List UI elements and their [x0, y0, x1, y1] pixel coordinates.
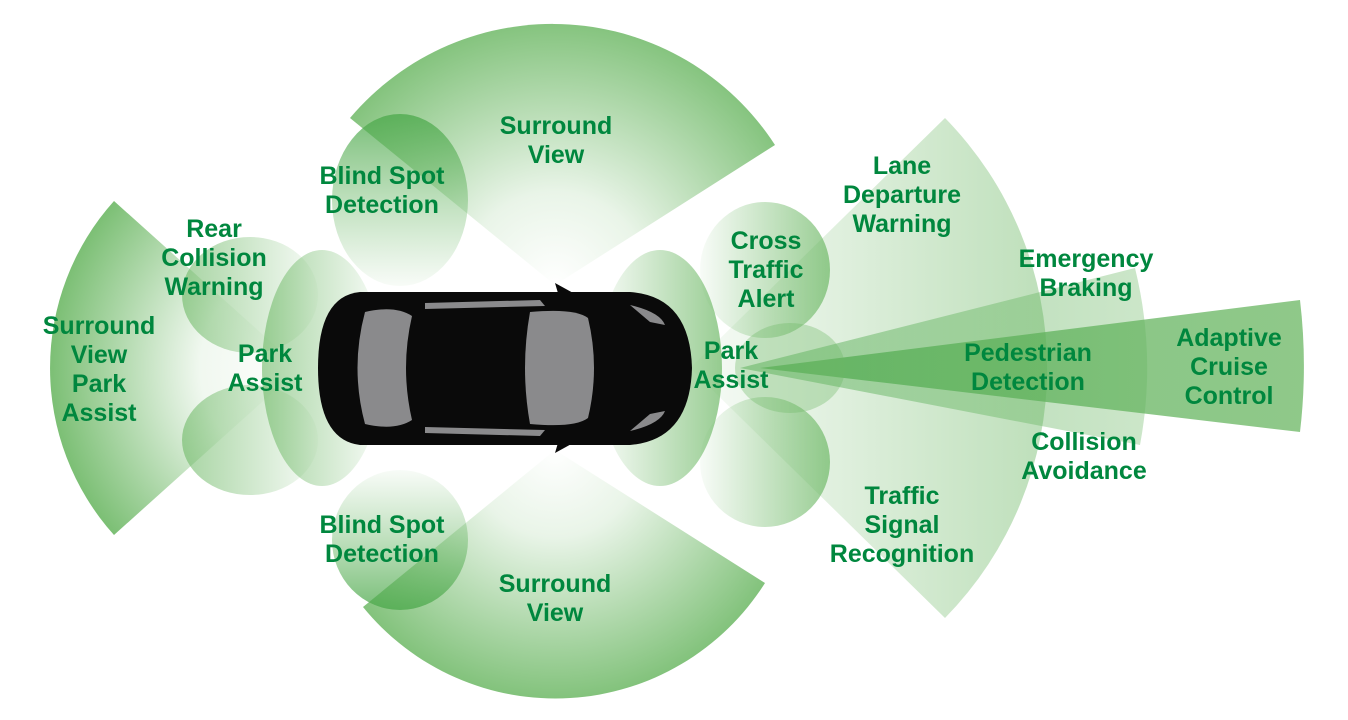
- zone-cross-traffic-center: [735, 323, 845, 413]
- zone-surround-view-park-assist: [50, 201, 301, 535]
- car-icon: [318, 283, 692, 453]
- zone-surround-view-bottom: [363, 450, 765, 699]
- zone-surround-view-top: [350, 23, 775, 286]
- zone-cross-traffic-bottom: [700, 397, 830, 527]
- zone-blind-spot-bottom: [332, 470, 468, 610]
- zone-adaptive-cruise: [760, 300, 1304, 432]
- zone-blind-spot-top: [332, 114, 468, 286]
- zone-cross-traffic-top: [700, 202, 830, 338]
